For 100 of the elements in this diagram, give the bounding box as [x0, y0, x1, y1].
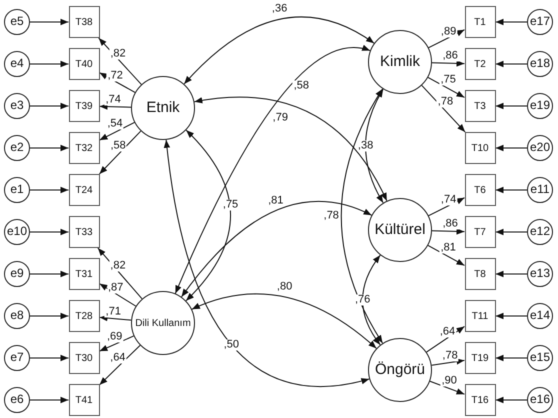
node-label: e15: [530, 351, 550, 365]
path-arrow: [495, 144, 528, 152]
edge-label: ,86: [442, 50, 459, 62]
path-arrow: [30, 228, 69, 236]
covariance-arrow: [184, 16, 375, 84]
path-arrow: [432, 228, 465, 235]
path-arrow: [426, 326, 465, 353]
edge-label: ,74: [104, 94, 122, 106]
path-arrow: [30, 102, 69, 110]
covariance-arrow: [191, 293, 377, 349]
node-label: T24: [75, 184, 93, 196]
node-label: e16: [530, 393, 550, 407]
path-arrow: [495, 102, 528, 110]
error-circle: [527, 135, 553, 161]
node-label: e4: [10, 57, 24, 71]
error-circle: [527, 303, 553, 329]
node-label: e13: [530, 267, 550, 281]
error-circle: [527, 345, 553, 371]
node-label: T32: [75, 142, 93, 154]
edge-label: ,36: [270, 4, 288, 15]
indicator-box: [464, 342, 496, 374]
node-label: Dili Kullanım: [135, 318, 191, 328]
edge-label: ,81: [267, 195, 284, 206]
path-arrow: [421, 84, 466, 132]
indicator-box: [68, 258, 100, 290]
edge-label: ,80: [276, 281, 294, 292]
path-arrow: [495, 186, 528, 194]
latent-circle: [131, 291, 195, 355]
indicator-box: [464, 258, 496, 290]
node-label: T3: [474, 100, 486, 112]
edge-label: ,58: [109, 140, 127, 152]
covariance-arrow: [164, 139, 370, 388]
indicator-box: [68, 90, 100, 122]
error-circle: [4, 219, 30, 245]
node-label: Öngörü: [374, 362, 426, 378]
indicator-box: [464, 300, 496, 332]
indicator-box: [464, 48, 496, 80]
path-arrow: [99, 335, 134, 352]
path-arrow: [98, 38, 142, 85]
indicator-box: [68, 48, 100, 80]
path-arrow: [30, 144, 69, 152]
edge-label: ,76: [354, 294, 372, 306]
latent-circle: [368, 30, 432, 94]
error-circle: [527, 9, 553, 35]
edge-label: ,54: [106, 118, 124, 130]
node-label: e10: [6, 225, 28, 239]
path-arrow: [30, 60, 69, 68]
path-arrow: [428, 197, 465, 216]
path-arrow: [99, 72, 136, 93]
edge-label: ,69: [106, 331, 124, 342]
path-arrow: [495, 354, 528, 362]
error-circle: [4, 135, 30, 161]
node-label: e2: [10, 141, 24, 155]
edge-label: ,78: [441, 350, 459, 362]
indicator-box: [464, 132, 496, 164]
edge-label: ,78: [322, 210, 340, 222]
path-arrow: [429, 380, 465, 395]
node-label: T38: [75, 16, 93, 28]
node-label: e20: [530, 141, 550, 155]
path-arrow: [495, 270, 528, 278]
covariance-arrow: [362, 254, 381, 346]
node-label: T11: [472, 310, 488, 322]
edge-label: ,82: [109, 260, 127, 272]
node-label: T2: [474, 58, 486, 70]
indicator-box: [68, 216, 100, 248]
path-arrow: [30, 312, 69, 320]
error-circle: [4, 345, 30, 371]
latent-circle: [131, 76, 195, 140]
path-arrow: [428, 76, 465, 98]
error-circle: [4, 51, 30, 77]
path-arrow: [99, 314, 132, 322]
error-circle: [527, 387, 553, 413]
indicator-box: [464, 90, 496, 122]
path-arrow: [428, 244, 465, 266]
node-label: Etnik: [146, 100, 180, 116]
path-arrow: [99, 122, 135, 141]
path-arrow: [98, 130, 142, 174]
latent-circle: [368, 338, 432, 402]
node-label: e7: [10, 351, 24, 365]
edge-label: ,72: [106, 70, 124, 82]
node-label: T31: [75, 268, 93, 280]
node-label: e19: [530, 99, 550, 113]
latent-circle: [368, 198, 432, 262]
path-arrow: [495, 228, 528, 236]
path-arrow: [431, 358, 465, 366]
covariance-arrow: [340, 88, 384, 344]
edge-label: ,38: [356, 140, 374, 152]
indicator-box: [464, 384, 496, 416]
path-arrow: [30, 270, 69, 278]
path-arrow: [30, 396, 69, 404]
node-label: e5: [10, 15, 24, 29]
node-label: e17: [530, 15, 550, 29]
indicator-box: [68, 300, 100, 332]
path-arrow: [97, 248, 143, 300]
node-label: e18: [530, 57, 550, 71]
edge-label: ,64: [438, 326, 456, 338]
error-circle: [4, 387, 30, 413]
node-label: e12: [530, 225, 550, 239]
error-circle: [4, 93, 30, 119]
node-label: T19: [471, 352, 489, 364]
